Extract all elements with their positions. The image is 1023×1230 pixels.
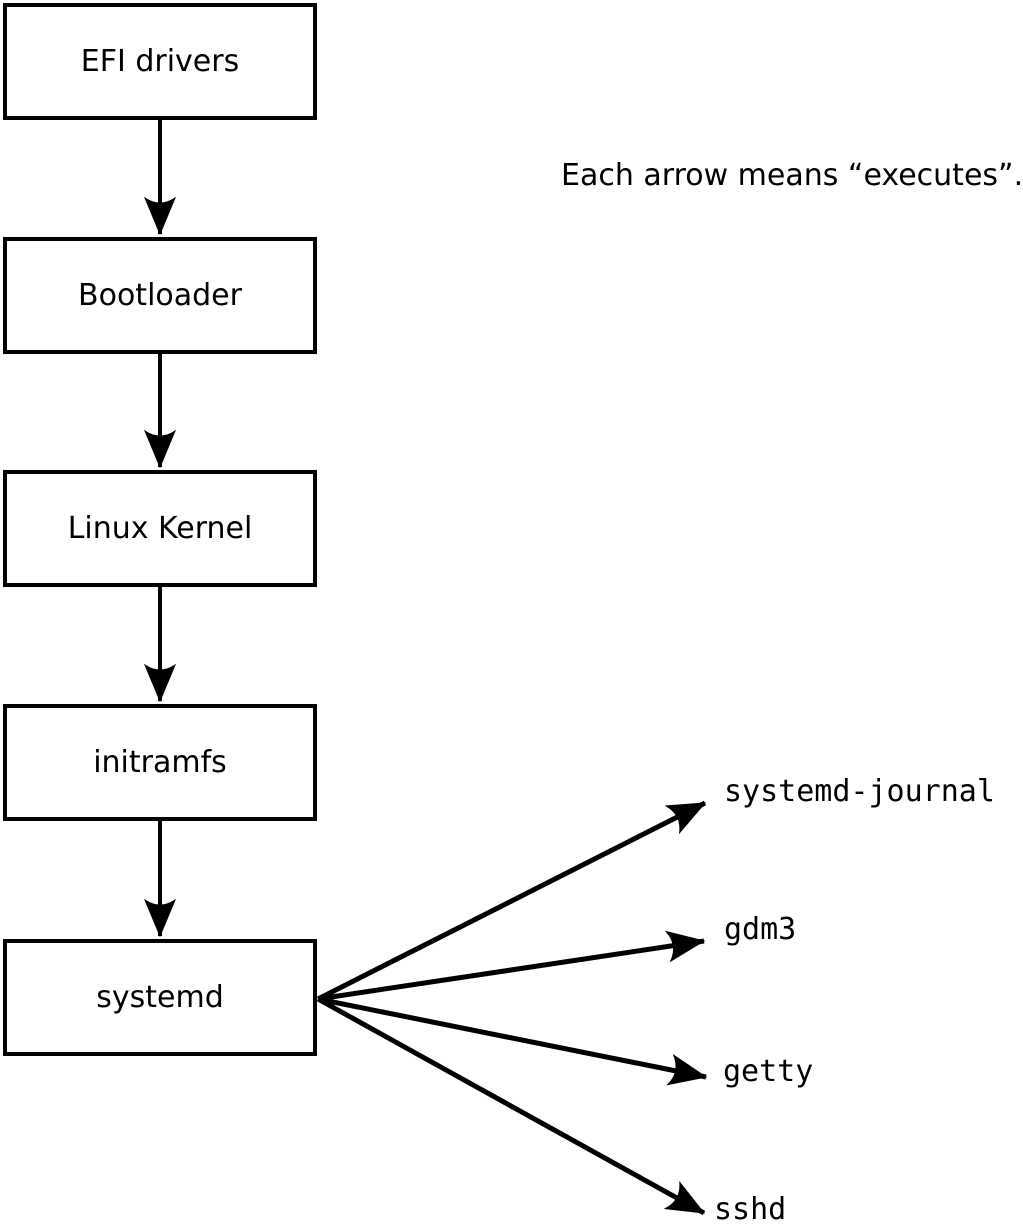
arrow-systemd-to-getty [317,996,706,1077]
node-bootloader-label: Bootloader [78,277,242,313]
node-systemd-label: systemd [96,979,224,1015]
node-initramfs: initramfs [3,704,317,821]
arrow-systemd-to-sshd [316,996,706,1216]
arrow-systemd-to-gdm3 [317,941,704,1002]
node-systemd: systemd [3,939,317,1056]
node-linux-kernel: Linux Kernel [3,470,317,587]
arrow-systemd-to-journal [316,800,705,1002]
node-bootloader: Bootloader [3,237,317,354]
node-efi-drivers: EFI drivers [3,3,317,120]
arrow-meaning-annotation: Each arrow means “executes”. [561,158,1023,193]
node-efi-drivers-label: EFI drivers [80,43,240,79]
process-label-gdm3: gdm3 [724,912,797,947]
process-label-getty: getty [723,1054,814,1089]
process-label-systemd-journal: systemd-journal [724,774,995,809]
node-initramfs-label: initramfs [93,744,227,780]
process-label-sshd: sshd [714,1192,787,1227]
node-linux-kernel-label: Linux Kernel [67,510,253,546]
